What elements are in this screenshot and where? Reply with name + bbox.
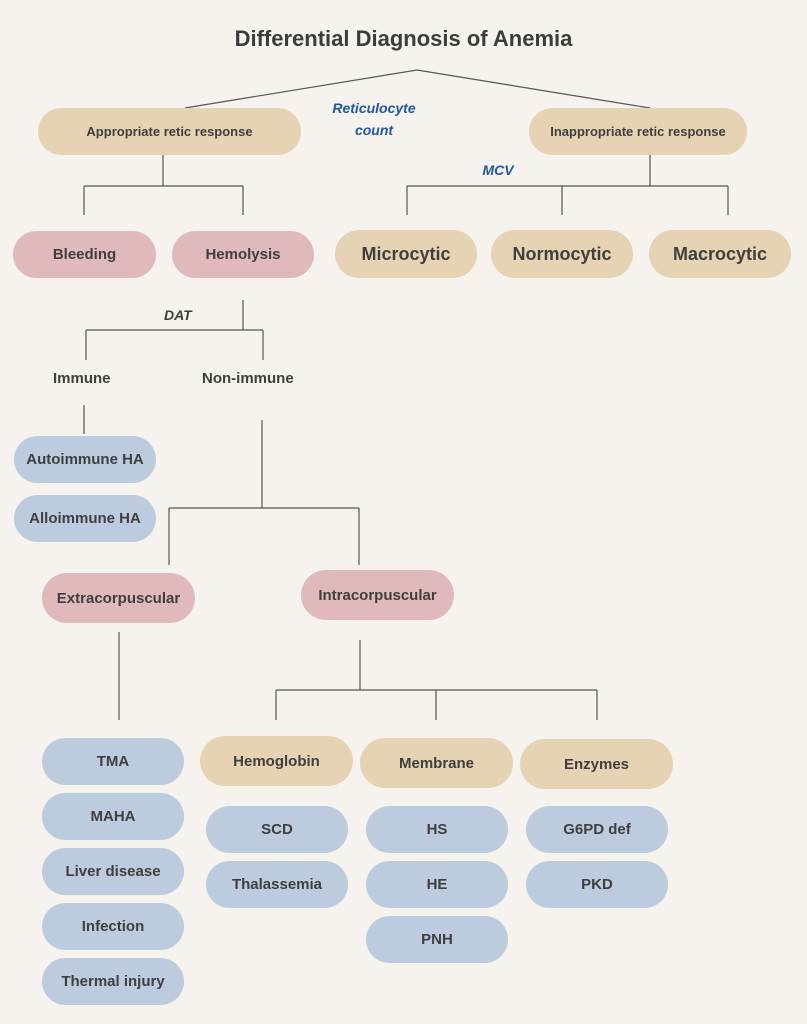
membrane-cause: HS (366, 806, 508, 853)
edge-label-mcv: MCV (482, 162, 514, 178)
extracorpuscular-cause: Thermal injury (42, 958, 184, 1005)
node-bleeding: Bleeding (13, 231, 156, 278)
edge-label-dat: DAT (164, 307, 192, 323)
node-microcytic: Microcytic (335, 230, 477, 278)
edge-label-reticulocyte-line2: count (354, 122, 394, 138)
node-non-immune: Non-immune (202, 370, 294, 387)
node-alloimmune-ha: Alloimmune HA (14, 495, 156, 542)
extracorpuscular-cause: MAHA (42, 793, 184, 840)
node-autoimmune-ha: Autoimmune HA (14, 436, 156, 483)
enzyme-cause: PKD (526, 861, 668, 908)
node-hemolysis: Hemolysis (172, 231, 314, 278)
node-hemoglobin: Hemoglobin (200, 736, 353, 786)
edge-label-reticulocyte-line1: Reticulocyte (332, 100, 416, 116)
node-immune: Immune (53, 370, 111, 387)
edge-label-reticulocyte: Reticulocyte count (310, 97, 438, 141)
membrane-cause: HE (366, 861, 508, 908)
node-inappropriate-retic: Inappropriate retic response (529, 108, 747, 155)
membrane-cause: PNH (366, 916, 508, 963)
node-appropriate-retic: Appropriate retic response (38, 108, 301, 155)
extracorpuscular-cause: Liver disease (42, 848, 184, 895)
page-title: Differential Diagnosis of Anemia (234, 26, 573, 51)
hemoglobin-cause: SCD (206, 806, 348, 853)
enzyme-cause: G6PD def (526, 806, 668, 853)
node-membrane: Membrane (360, 738, 513, 788)
node-macrocytic: Macrocytic (649, 230, 791, 278)
node-normocytic: Normocytic (491, 230, 633, 278)
node-extracorpuscular: Extracorpuscular (42, 573, 195, 623)
node-enzymes: Enzymes (520, 739, 673, 789)
node-intracorpuscular: Intracorpuscular (301, 570, 454, 620)
extracorpuscular-cause: TMA (42, 738, 184, 785)
root-connector (184, 69, 651, 109)
hemoglobin-cause: Thalassemia (206, 861, 348, 908)
extracorpuscular-cause: Infection (42, 903, 184, 950)
